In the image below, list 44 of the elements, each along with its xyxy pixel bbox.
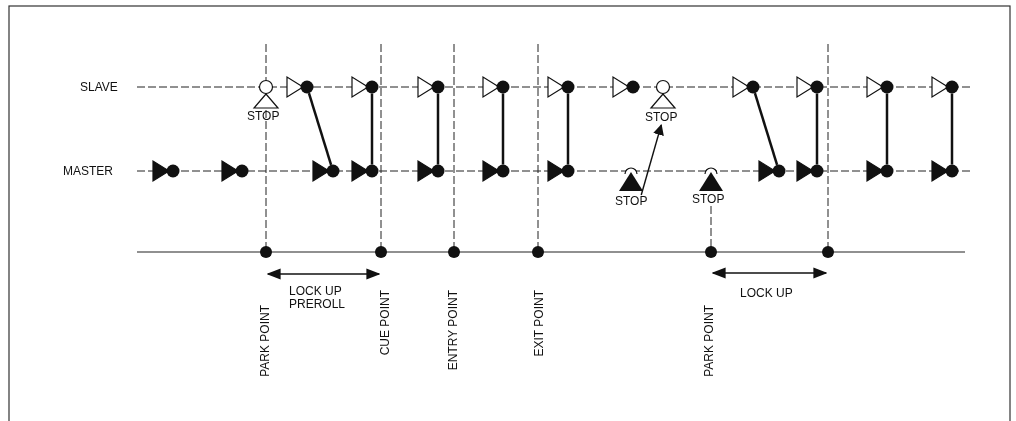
master-marker-icon	[351, 159, 379, 183]
stop-label: STOP	[247, 110, 280, 123]
slave-marker-icon	[417, 75, 445, 99]
slave-marker-icon	[547, 75, 575, 99]
lane-label: MASTER	[63, 165, 113, 178]
slave-marker-icon	[612, 75, 640, 99]
link-line	[501, 93, 505, 165]
stop-label: STOP	[615, 195, 648, 208]
master-marker-icon	[796, 159, 824, 183]
master-marker-icon	[482, 159, 510, 183]
slave-marker-icon	[286, 75, 314, 99]
point-label: CUE POINT	[379, 290, 392, 356]
slave-marker-icon	[351, 75, 379, 99]
link-line	[815, 93, 819, 165]
slave-marker-icon	[732, 75, 760, 99]
span-label: LOCK UP	[740, 287, 793, 300]
master-marker-icon	[931, 159, 959, 183]
master-marker-icon	[312, 159, 340, 183]
link-line	[436, 93, 440, 165]
point-label: PARK POINT	[703, 305, 716, 377]
slave-marker-icon	[931, 75, 959, 99]
master-marker-icon	[758, 159, 786, 183]
link-line	[307, 92, 333, 166]
slave-marker-icon	[482, 75, 510, 99]
master-marker-icon	[417, 159, 445, 183]
slave-marker-icon	[796, 75, 824, 99]
link-line	[370, 93, 374, 165]
point-label: PARK POINT	[259, 305, 272, 377]
link-line	[753, 92, 779, 166]
link-line	[950, 93, 954, 165]
lane-label: SLAVE	[80, 81, 118, 94]
point-label: ENTRY POINT	[447, 290, 460, 371]
stop-label: STOP	[645, 111, 678, 124]
slave-marker-icon	[866, 75, 894, 99]
point-label: EXIT POINT	[533, 290, 546, 357]
span-label: LOCK UP PREROLL	[289, 285, 347, 311]
master-marker-icon	[866, 159, 894, 183]
master-marker-icon	[152, 159, 180, 183]
stop-label: STOP	[692, 193, 725, 206]
link-line	[566, 93, 570, 165]
arrow	[640, 123, 664, 196]
master-marker-icon	[547, 159, 575, 183]
master-marker-icon	[221, 159, 249, 183]
link-line	[885, 93, 889, 165]
